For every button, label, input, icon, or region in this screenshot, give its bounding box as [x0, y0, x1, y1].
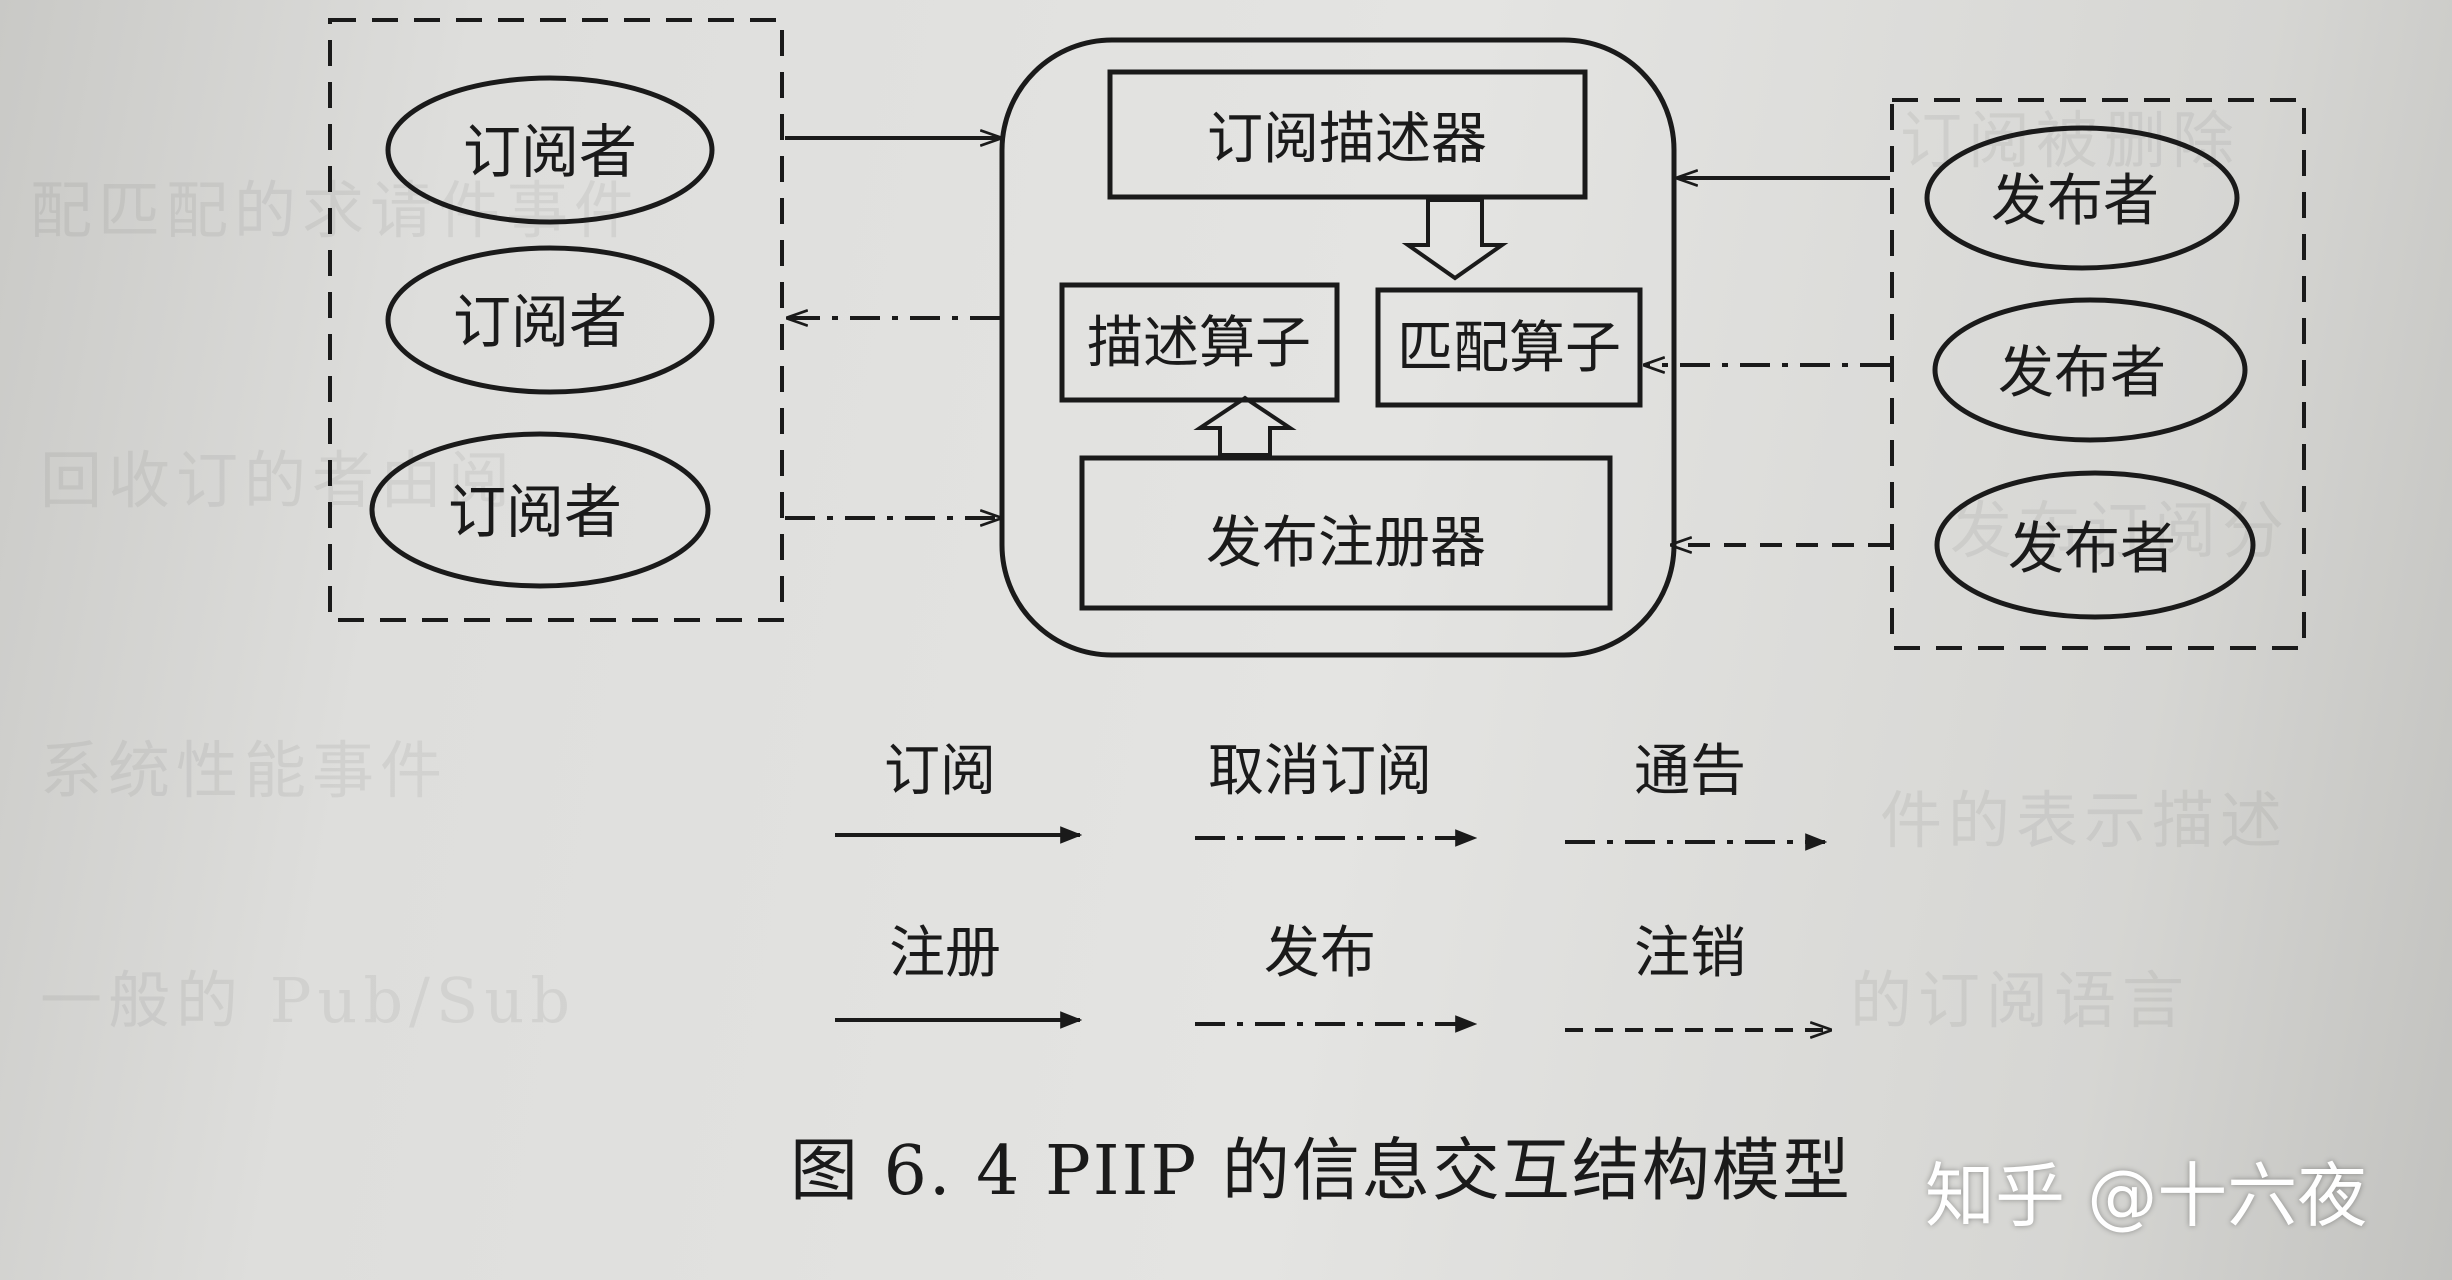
publisher-label: 发布者 [1991, 169, 2159, 234]
subscriber-node: 订阅者 [385, 245, 715, 395]
legend-subscribe-label: 订阅 [884, 739, 996, 804]
bleed-through-text: 的订阅语言 [1850, 964, 2191, 1037]
broker-container [999, 37, 1677, 658]
legend-notify-label: 通告 [1634, 739, 1746, 804]
subscriber-group-box [328, 18, 784, 622]
description-operator-box: 描述算子 [1059, 282, 1340, 403]
legend-publish-label: 发布 [1264, 921, 1376, 986]
matching-operator-box: 匹配算子 [1375, 287, 1643, 408]
watermark: 知乎 @十六夜 [1925, 1155, 2368, 1237]
legend: 订阅 取消订阅 通告 注册 发布 注销 [835, 739, 1830, 1030]
legend-deregister-label: 注销 [1634, 921, 1746, 986]
hollow-down-arrow-icon [1401, 198, 1509, 281]
publisher-node: 发布者 [1924, 125, 2240, 271]
publisher-node: 发布者 [1934, 470, 2256, 620]
subscriber-label: 订阅者 [453, 288, 627, 356]
figure-caption: 图 6. 4 PIIP 的信息交互结构模型 [790, 1132, 1852, 1211]
matching-operator-label: 匹配算子 [1397, 316, 1621, 381]
publisher-label: 发布者 [2008, 517, 2176, 582]
hollow-up-arrow-icon [1193, 395, 1297, 457]
bleed-through-text: 件的表示描述 [1880, 784, 2289, 857]
publish-registrar-box: 发布注册器 [1079, 455, 1613, 611]
subscriber-node: 订阅者 [385, 75, 715, 225]
subscriber-label: 订阅者 [448, 478, 622, 546]
bleed-through-text: 一般的 Pub/Sub [40, 964, 577, 1037]
subscriber-node: 订阅者 [369, 431, 711, 589]
legend-register-label: 注册 [889, 921, 1001, 986]
bleed-through-text: 系统性能事件 [40, 734, 449, 807]
publisher-node: 发布者 [1932, 297, 2248, 443]
subscriber-label: 订阅者 [463, 118, 637, 186]
publisher-label: 发布者 [1998, 341, 2166, 406]
subscription-descriptor-label: 订阅描述器 [1207, 107, 1487, 172]
description-operator-label: 描述算子 [1087, 311, 1311, 376]
bleed-through-text: 回收订的者由阅 [40, 444, 517, 517]
legend-unsubscribe-label: 取消订阅 [1208, 739, 1432, 804]
publisher-group-box [1890, 98, 2306, 650]
publish-registrar-label: 发布注册器 [1206, 511, 1486, 576]
subscription-descriptor-box: 订阅描述器 [1107, 69, 1588, 200]
bleed-through-text: 配匹配的求请件事件 [30, 174, 643, 247]
